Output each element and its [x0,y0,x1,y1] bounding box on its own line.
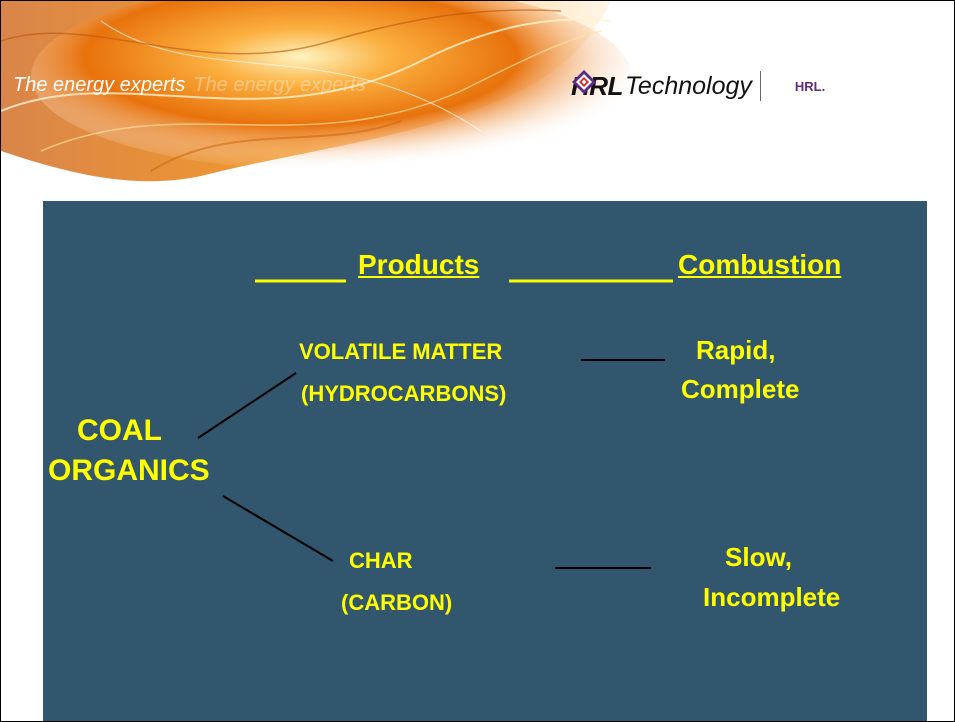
char-line1: CHAR [349,548,413,573]
logo-technology-text: Technology [624,71,752,100]
tagline-text: The energy experts [13,74,186,96]
char-line2: (CARBON) [341,590,453,615]
logo-divider [759,71,761,101]
volatile-matter-line2: (HYDROCARBONS) [301,381,507,406]
hrl-technology-logo: HRL Technology HRL. [571,69,825,103]
flame-swirl-graphic [1,1,631,182]
branch-line-to-char [222,495,334,562]
diagram-connectors [197,279,673,569]
hrl-logo-mark-icon [572,70,794,99]
volatile-matter-line1: VOLATILE MATTER [299,339,503,364]
rapid-complete-line2: Complete [681,374,800,404]
tagline-echo-text: The energy experts [193,74,366,96]
logo-hrl-small-text: HRL. [794,78,826,94]
tagline: The energy experts The energy experts [13,74,366,97]
branch-line-to-volatile-matter [197,372,297,439]
root-node-line2: ORGANICS [48,454,210,487]
header-banner: The energy experts The energy experts HRL… [1,1,954,191]
diagram-panel: Products Combustion COAL ORGANICS VOLATI… [43,201,927,721]
column-header-combustion: Combustion [678,249,842,280]
slow-incomplete-line1: Slow, [725,542,792,572]
column-header-products: Products [358,249,480,280]
root-node-line1: COAL [77,414,162,447]
slow-incomplete-line2: Incomplete [703,582,841,612]
rapid-complete-line1: Rapid, [696,335,776,365]
